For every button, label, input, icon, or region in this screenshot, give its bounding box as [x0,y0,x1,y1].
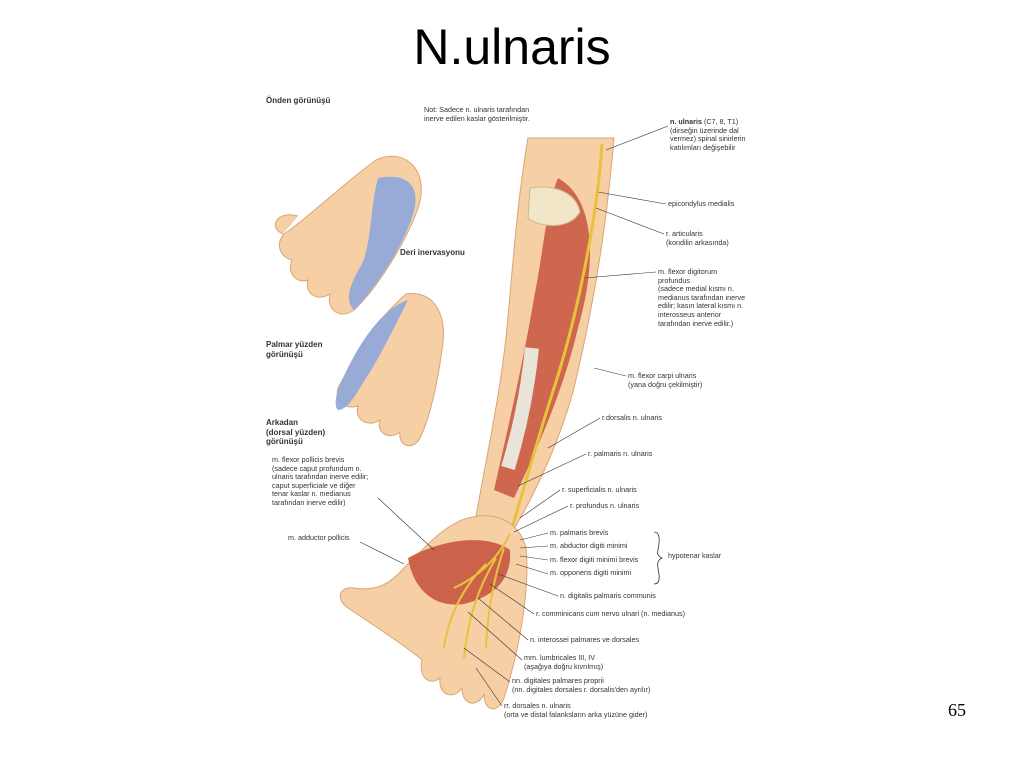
anatomy-plate: Önden görünüşü Not: Sadece n. ulnaris ta… [258,88,758,738]
view-heading: Önden görünüşü [266,96,331,105]
label-nn-digitales-palmares: nn. digitales palmares proprii (nn. digi… [512,676,651,694]
skin-innervation-label: Deri inervasyonu [400,248,465,257]
label-n-ulnaris: n. ulnaris (C7, 8, T1) (dirseğin üzerind… [670,117,746,152]
dorsal-view-label: Arkadan (dorsal yüzden) görünüşü [266,418,326,446]
label-hypothenar-muscles: hypotenar kaslar [668,551,722,560]
leader-lines [359,125,669,707]
label-n-digitalis-palmaris-communis: n. digitalis palmaris communis [560,591,656,600]
hypothenar-brace [653,531,664,585]
hand-drawing [339,515,528,710]
label-r-palmaris: r. palmaris n. ulnaris [588,449,653,458]
label-flexor-digiti-minimi-brevis: m. flexor digiti minimi brevis [550,555,639,564]
label-epicondylus: epicondylus medialis [668,199,735,208]
page-number: 65 [948,700,966,720]
figure-note: Not: Sadece n. ulnaris tarafından inerve… [424,105,530,123]
label-adductor-pollicis: m. adductor pollicis [288,533,350,542]
label-rr-dorsales: rr. dorsales n. ulnaris (orta ve distal … [504,701,648,719]
label-flexor-pollicis-brevis: m. flexor pollicis brevis (sadece caput … [272,455,369,507]
label-abductor-digiti-minimi: m. abductor digiti minimi [550,541,628,550]
label-r-profundus: r. profundus n. ulnaris [570,501,640,510]
slide-title: N.ulnaris [413,19,611,75]
label-flexor-digitorum-profundus: m. flexor digitorum profundus (sadece me… [658,267,746,328]
label-r-communicans: r. comminicans cum nervo ulnari (n. medi… [536,609,685,618]
label-r-articularis: r. articularis (kondilin arkasında) [666,229,729,247]
hand-palmar-sketch [274,155,422,315]
label-flexor-carpi-ulnaris: m. flexor carpi ulnaris (yana doğru çeki… [628,371,703,389]
label-r-dorsalis: r.dorsalis n. ulnaris [602,413,662,422]
palmar-view-label: Palmar yüzden görünüşü [266,340,323,359]
hand-dorsal-sketch [335,293,444,447]
label-opponens-digiti-minimi: m. opponens digiti minimi [550,568,632,577]
label-r-superficialis: r. superficialis n. ulnaris [562,485,637,494]
label-palmaris-brevis: m. palmaris brevis [550,528,609,537]
label-mm-lumbricales: mm. lumbricales III, IV (aşağıya doğru k… [524,653,604,671]
forearm-drawing [473,137,615,539]
label-n-interossei: n. interossei palmares ve dorsales [530,635,640,644]
arm-illustration [274,125,669,710]
